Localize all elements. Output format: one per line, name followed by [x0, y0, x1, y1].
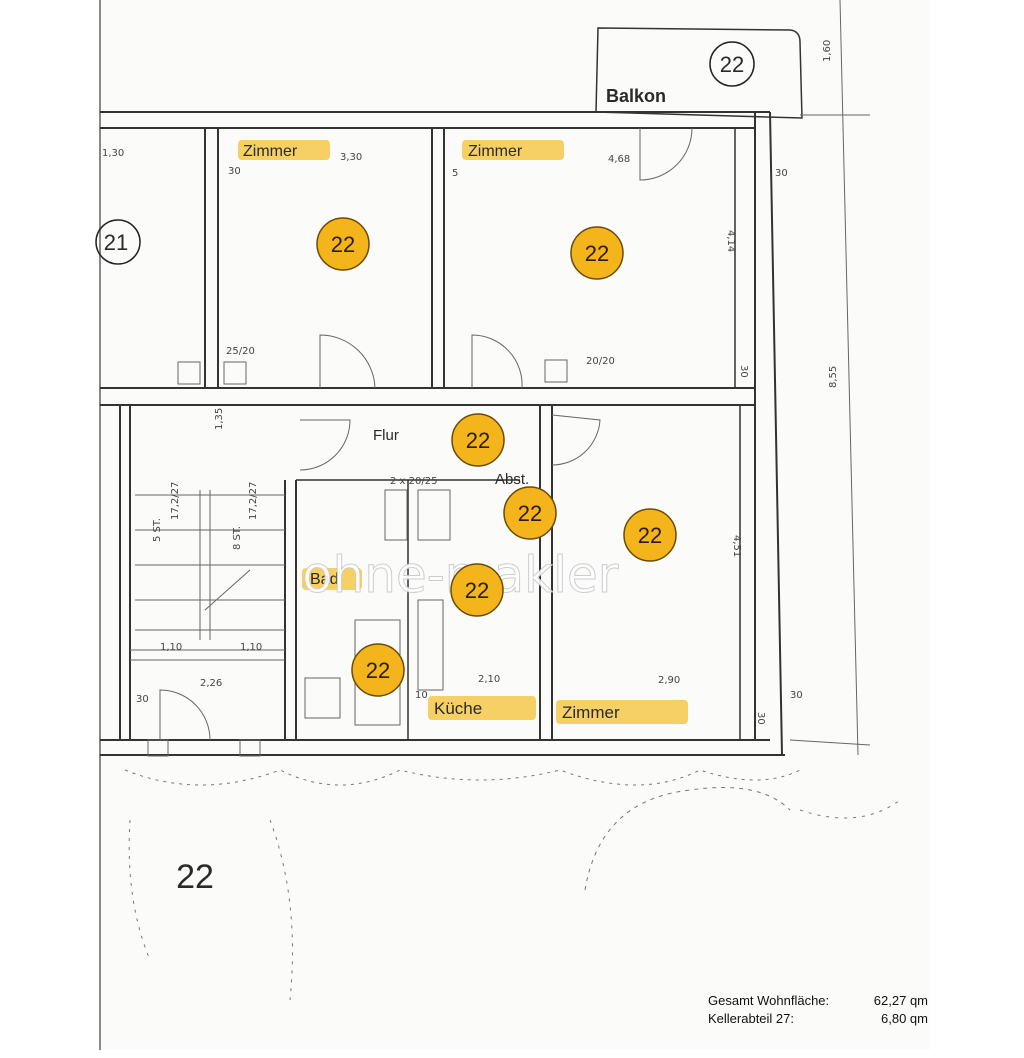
doors	[159, 127, 693, 741]
total-area-row: Gesamt Wohnfläche: 62,27 qm	[708, 992, 928, 1010]
area-summary: Gesamt Wohnfläche: 62,27 qm Kellerabteil…	[708, 992, 928, 1028]
dim: 17,2/27	[170, 482, 181, 520]
dim: 2 x 20/25	[390, 476, 437, 487]
unit-21-label: 21	[104, 230, 128, 255]
dim: 25/20	[226, 346, 255, 357]
unit-badges: 22 22 22 22 22 22 22	[316, 217, 677, 697]
dim: 4,14	[725, 230, 736, 252]
dim: 8,55	[828, 366, 839, 388]
dim: 30	[755, 712, 766, 725]
dimension-labels: 1,30 3,30 4,68 30 5 30 4,14 25/20 20/20 …	[102, 40, 839, 725]
dim: 20/20	[586, 356, 615, 367]
dim: 1,60	[822, 40, 833, 62]
unit-badge: 22	[638, 523, 662, 548]
cellar-area-label: Kellerabteil 27:	[708, 1011, 794, 1026]
unit-badge: 22	[465, 578, 489, 603]
room-label-zimmer-2: Zimmer	[468, 143, 523, 160]
dim: 2,10	[478, 674, 500, 685]
dim: 30	[790, 690, 803, 701]
dim: 8 ST.	[232, 526, 243, 550]
dim: 4,51	[731, 535, 742, 557]
dim: 1,10	[160, 642, 182, 653]
total-area-label: Gesamt Wohnfläche:	[708, 993, 830, 1008]
vents	[147, 359, 568, 757]
dim: 5 ST.	[152, 518, 163, 542]
balcony: 22 Balkon	[595, 27, 803, 119]
unit-badge: 22	[366, 658, 390, 683]
unit-bottom-label: 22	[176, 858, 214, 896]
stairs	[135, 490, 285, 640]
dim: 2,26	[200, 678, 222, 689]
dim: 4,68	[608, 154, 630, 165]
unit-badge: 22	[331, 232, 355, 257]
total-area-value: 62,27 qm	[873, 993, 928, 1008]
dim: 30	[136, 694, 149, 705]
room-label-zimmer-1: Zimmer	[243, 143, 298, 160]
dim: 30	[228, 166, 241, 177]
cellar-area-value: 6,80 qm	[881, 1011, 928, 1026]
room-labels: Zimmer Zimmer Flur Abst. Bad Küche Zimme…	[238, 140, 688, 724]
room-label-flur: Flur	[373, 427, 399, 444]
cellar-area-row: Kellerabteil 27: 6,80 qm	[708, 1010, 928, 1028]
dim: 1,35	[214, 408, 225, 430]
dim: 10	[415, 690, 428, 701]
dim: 1,10	[240, 642, 262, 653]
dim: 5	[452, 168, 458, 179]
dim: 30	[738, 365, 749, 378]
unit-21-marker: 21	[95, 219, 141, 265]
balcony-unit-number: 22	[720, 52, 744, 77]
dim: 2,90	[658, 675, 680, 686]
dim: 17,2/27	[248, 482, 259, 520]
dim: 3,30	[340, 152, 362, 163]
garden-outline	[124, 769, 901, 1001]
walls	[100, 0, 871, 756]
dim: 30	[775, 168, 788, 179]
room-label-kueche: Küche	[434, 699, 482, 718]
unit-badge: 22	[585, 241, 609, 266]
unit-badge: 22	[466, 428, 490, 453]
unit-badge: 22	[518, 501, 542, 526]
room-label-zimmer-3: Zimmer	[562, 703, 620, 722]
room-label-bad: Bad	[310, 571, 338, 588]
room-label-abstell: Abst.	[495, 471, 529, 488]
dim: 1,30	[102, 148, 124, 159]
balcony-label: Balkon	[606, 86, 666, 106]
